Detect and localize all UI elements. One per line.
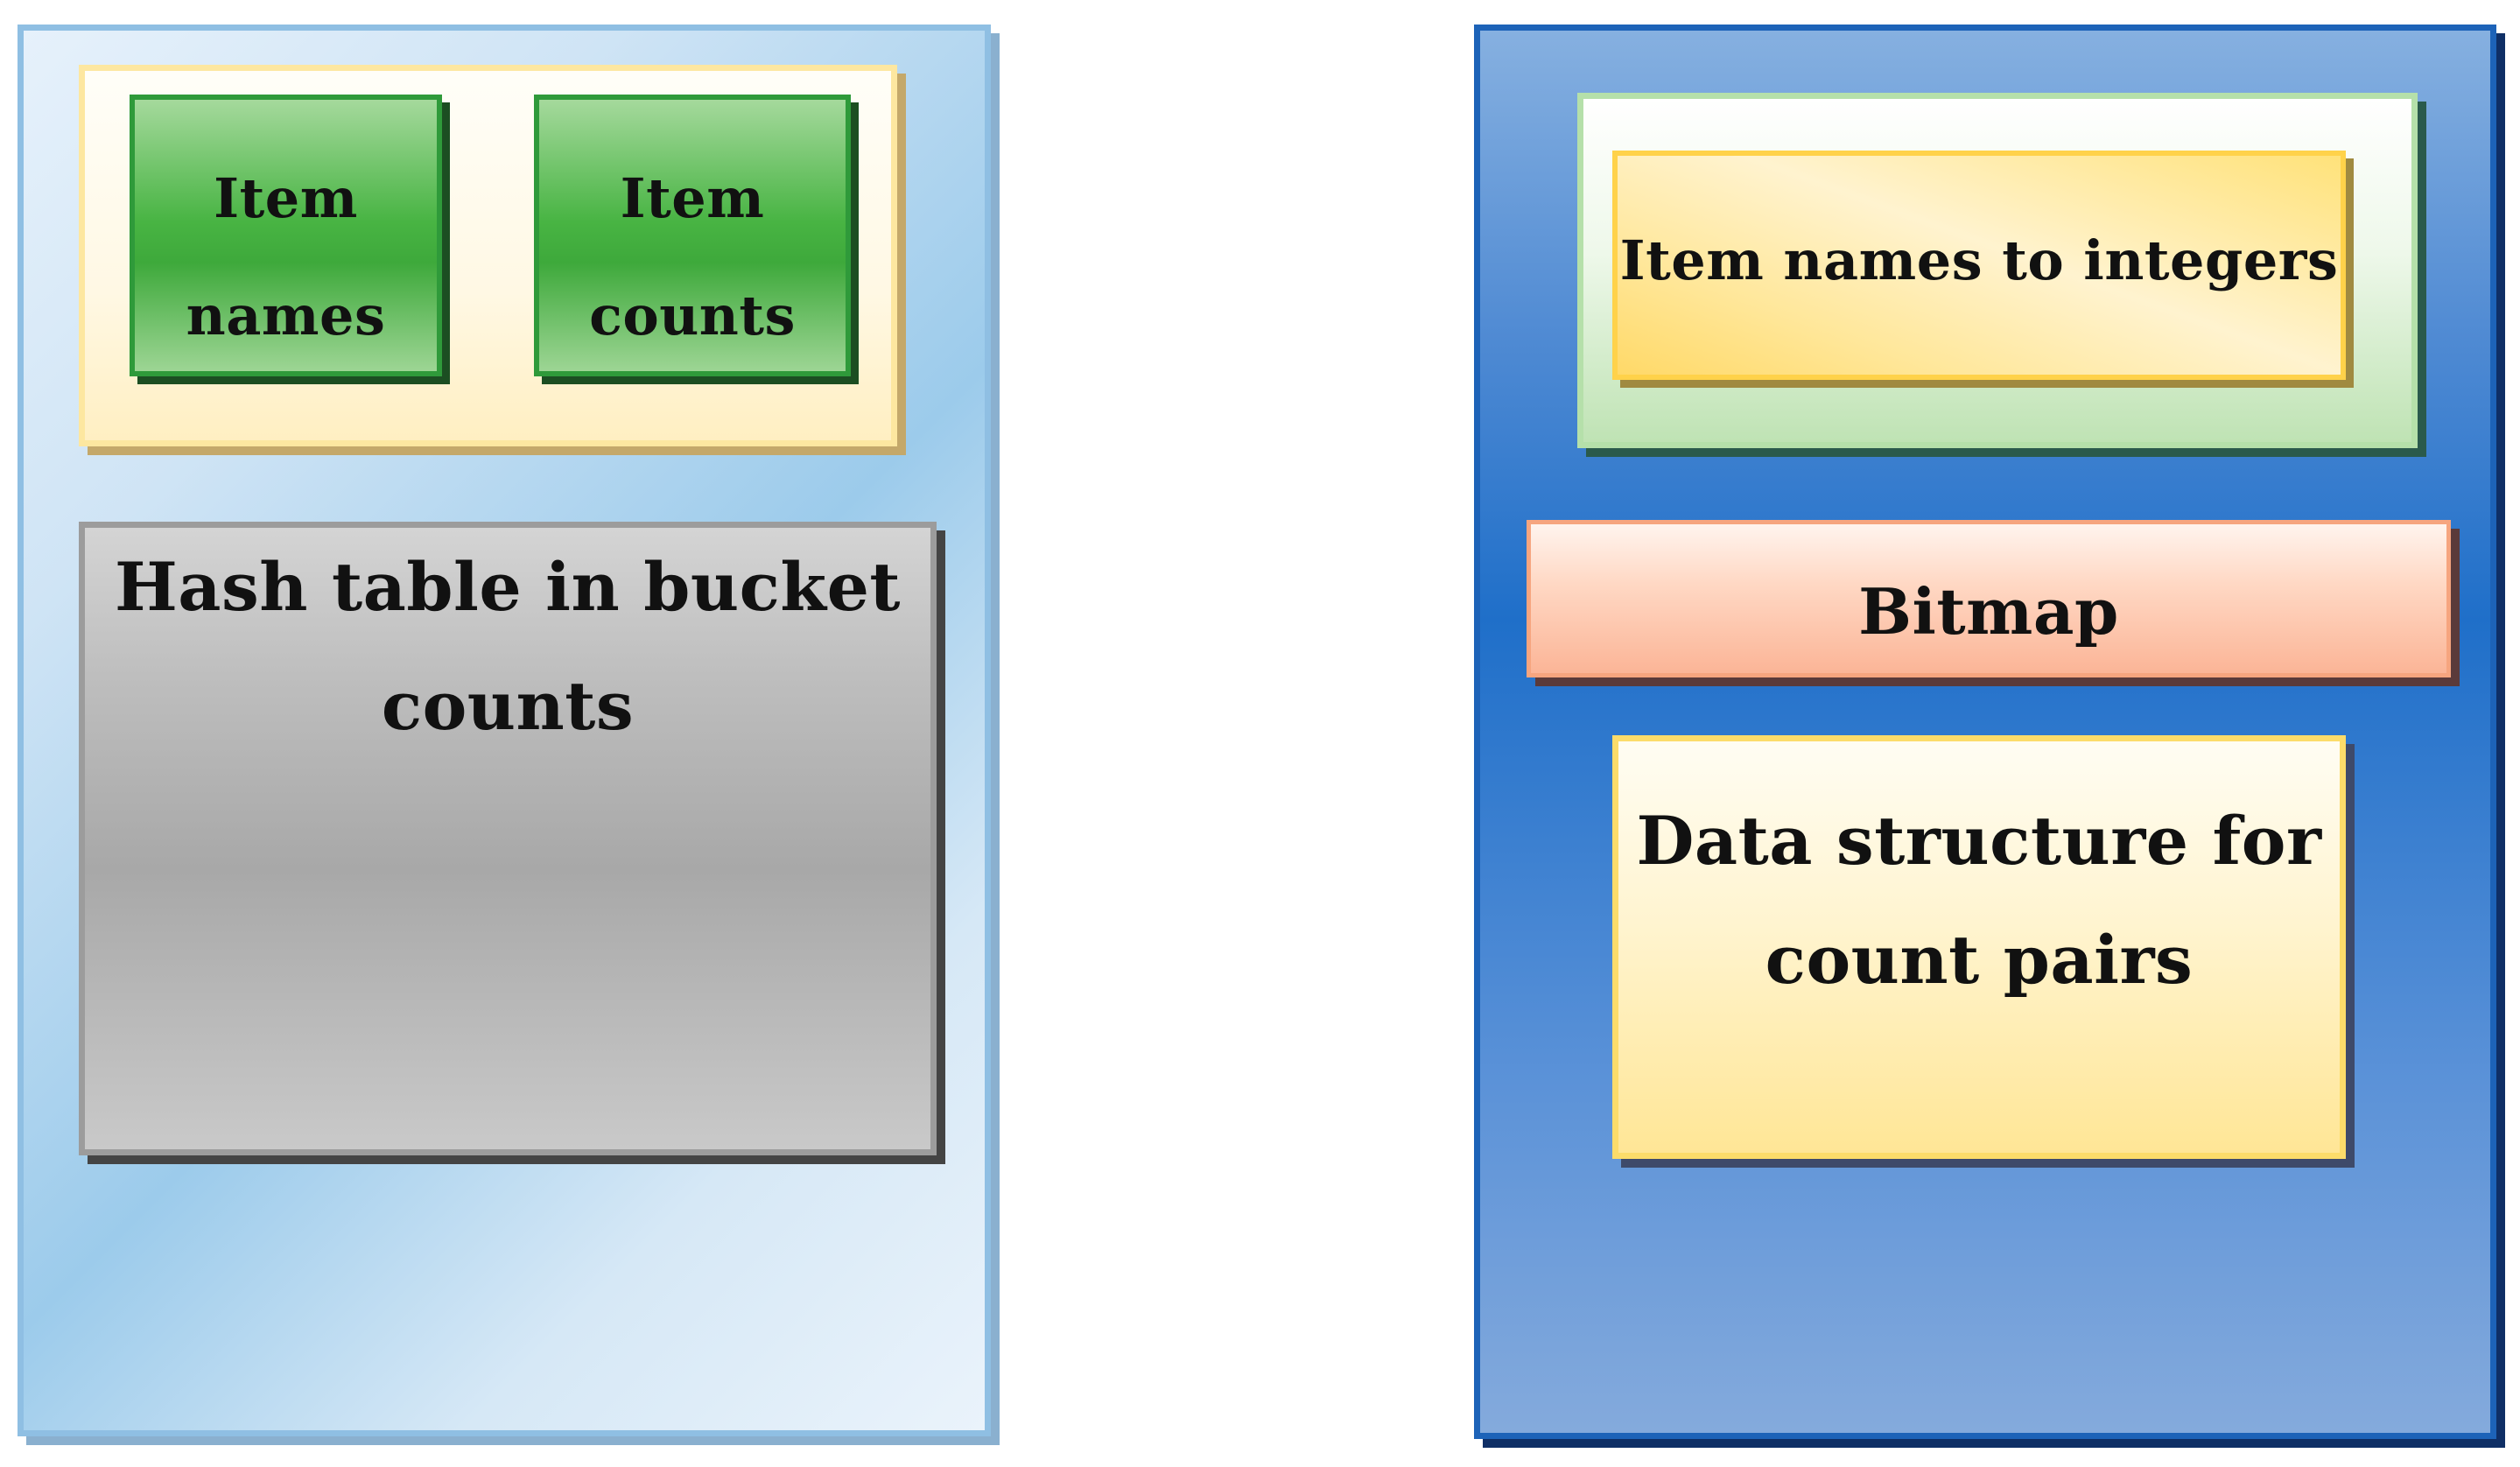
data-structure-line-1: Data structure for	[1636, 802, 2322, 880]
item-counts-line-1: Item	[620, 166, 765, 230]
data-structure-line-2: count pairs	[1765, 921, 2194, 999]
item-names-to-integers-box: Item names to integers	[1612, 151, 2346, 380]
data-structure-box: Data structure for count pairs	[1612, 735, 2346, 1159]
item-counts-line-2: counts	[589, 284, 796, 347]
hash-table-label: Hash table in bucket counts	[85, 528, 930, 766]
data-structure-label: Data structure for count pairs	[1618, 782, 2340, 1020]
item-names-box: Item names	[130, 95, 442, 376]
item-names-label: Item names	[135, 140, 437, 375]
bitmap-label: Bitmap	[1858, 574, 2119, 649]
hash-table-line-2: counts	[381, 667, 635, 745]
item-names-to-integers-label: Item names to integers	[1619, 228, 2339, 292]
bitmap-box: Bitmap	[1527, 520, 2451, 677]
item-counts-box: Item counts	[534, 95, 851, 376]
item-names-line-1: Item	[214, 166, 358, 230]
item-names-line-2: names	[186, 284, 386, 347]
hash-table-line-1: Hash table in bucket	[114, 548, 902, 626]
item-counts-label: Item counts	[539, 140, 846, 375]
hash-table-box: Hash table in bucket counts	[79, 522, 937, 1155]
